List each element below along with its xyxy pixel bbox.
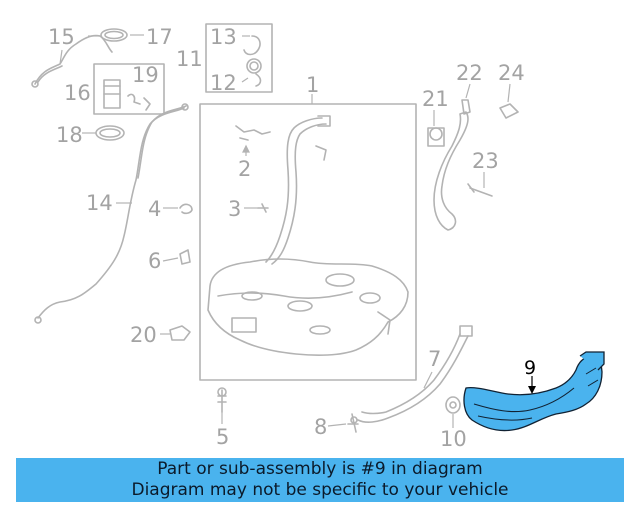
bolt-3 [257, 203, 269, 213]
callout-23: 23 [472, 149, 499, 173]
callout-12: 12 [210, 71, 237, 95]
tank-strap-7 [357, 335, 469, 423]
tank-box [199, 103, 417, 381]
callout-4: 4 [148, 197, 161, 221]
fuel-line-15 [34, 34, 113, 85]
callout-16: 16 [64, 81, 91, 105]
callout-10: 10 [440, 427, 467, 451]
callout-2: 2 [238, 157, 251, 181]
callout-11: 11 [176, 47, 203, 71]
callout-13: 13 [210, 25, 237, 49]
bolt-23 [469, 187, 493, 197]
callout-9: 9 [524, 357, 536, 379]
banner-line-part: Part or sub-assembly is #9 in diagram [157, 459, 483, 479]
cap-box [205, 23, 273, 93]
callout-18: 18 [56, 123, 83, 147]
callout-17: 17 [146, 25, 173, 49]
callout-14: 14 [86, 191, 113, 215]
callout-5: 5 [216, 425, 229, 449]
callout-15: 15 [48, 25, 75, 49]
callout-1: 1 [306, 73, 319, 97]
callout-3: 3 [228, 197, 241, 221]
callout-22: 22 [456, 61, 483, 85]
callout-20: 20 [130, 323, 157, 347]
clip-4 [179, 203, 193, 215]
filler-pipe [433, 111, 469, 231]
callout-24: 24 [498, 61, 525, 85]
fuel-tank-body [207, 258, 409, 356]
callout-8: 8 [314, 415, 327, 439]
filler-neck-1 [265, 117, 323, 263]
parts-diagram: 1 2 3 4 5 6 7 8 9 10 11 12 13 14 15 16 1… [31, 23, 605, 451]
highlighted-bracket-9[interactable] [463, 351, 605, 432]
banner-line-disclaimer: Diagram may not be specific to your vehi… [131, 480, 509, 500]
callout-7: 7 [428, 347, 441, 371]
pump-module-box [93, 63, 165, 115]
info-banner: Part or sub-assembly is #9 in diagram Di… [16, 458, 624, 502]
bolt-5 [217, 389, 227, 413]
cap-21 [429, 127, 443, 141]
sensor-24 [499, 103, 519, 119]
callout-19: 19 [132, 63, 159, 87]
seal-ring-17 [100, 28, 128, 42]
bracket-20 [169, 325, 191, 341]
callout-6: 6 [148, 249, 161, 273]
clip-6 [179, 249, 191, 265]
callout-21: 21 [422, 87, 449, 111]
washer-10 [445, 396, 461, 414]
